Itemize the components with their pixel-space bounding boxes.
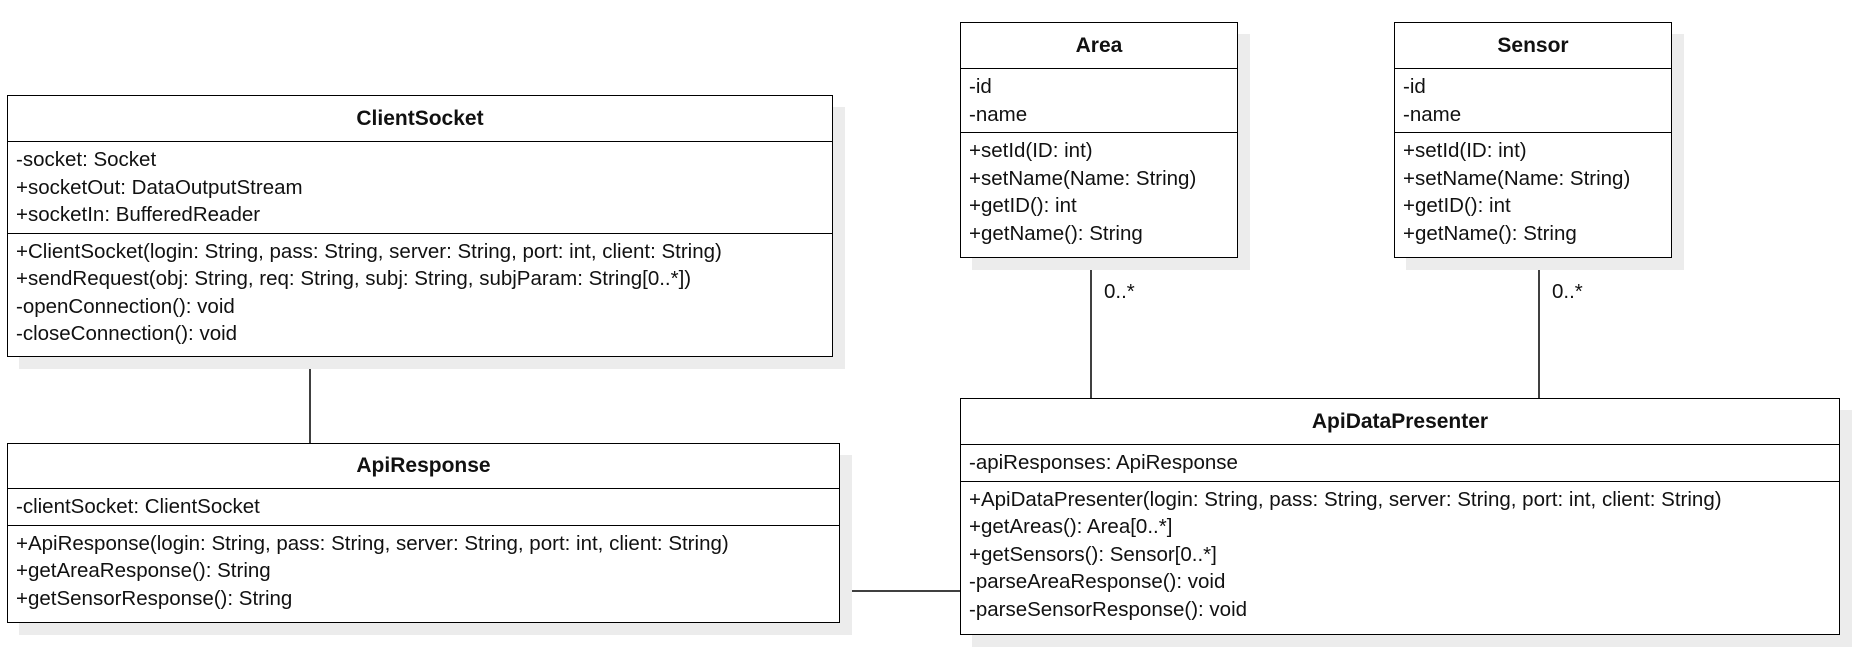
- attributes-section: -id -name: [961, 69, 1237, 132]
- class-apidatapresenter[interactable]: ApiDataPresenter -apiResponses: ApiRespo…: [960, 398, 1840, 635]
- attribute: -id: [1403, 75, 1426, 98]
- attribute: -clientSocket: ClientSocket: [16, 495, 260, 518]
- class-name: ApiDataPresenter: [961, 399, 1839, 445]
- methods-section: +ApiResponse(login: String, pass: String…: [8, 524, 839, 617]
- method: +sendRequest(obj: String, req: String, s…: [16, 267, 692, 290]
- attribute: -id: [969, 75, 992, 98]
- attribute: -socket: Socket: [16, 148, 157, 171]
- class-name: Sensor: [1395, 23, 1671, 69]
- methods-section: +ClientSocket(login: String, pass: Strin…: [8, 232, 832, 352]
- attribute: -name: [1403, 102, 1462, 126]
- method: +getAreas(): Area[0..*]: [969, 515, 1173, 538]
- method: +ApiResponse(login: String, pass: String…: [16, 531, 729, 555]
- class-name: ApiResponse: [8, 444, 839, 489]
- method: +getSensors(): Sensor[0..*]: [969, 542, 1217, 566]
- method: +ClientSocket(login: String, pass: Strin…: [16, 239, 722, 263]
- methods-section: +ApiDataPresenter(login: String, pass: S…: [961, 480, 1839, 628]
- attributes-section: -id -name: [1395, 69, 1671, 132]
- class-area[interactable]: Area -id -name +setId(ID: int) +setName(…: [960, 22, 1238, 258]
- method: +setId(ID: int): [1403, 139, 1527, 162]
- attributes-section: -clientSocket: ClientSocket: [8, 489, 839, 525]
- method: +setName(Name: String): [969, 166, 1197, 190]
- method: +getID(): int: [1403, 194, 1511, 217]
- attribute: -apiResponses: ApiResponse: [969, 451, 1238, 474]
- class-name: ClientSocket: [8, 96, 832, 142]
- method: +setId(ID: int): [969, 139, 1093, 162]
- methods-section: +setId(ID: int) +setName(Name: String) +…: [961, 132, 1237, 251]
- attributes-section: -socket: Socket +socketOut: DataOutputSt…: [8, 142, 832, 233]
- method: -openConnection(): void: [16, 294, 235, 318]
- class-apiresponse[interactable]: ApiResponse -clientSocket: ClientSocket …: [7, 443, 840, 623]
- method: +setName(Name: String): [1403, 166, 1631, 190]
- attribute: -name: [969, 102, 1028, 126]
- multiplicity-sensor: 0..*: [1552, 280, 1583, 303]
- methods-section: +setId(ID: int) +setName(Name: String) +…: [1395, 132, 1671, 251]
- method: +getAreaResponse(): String: [16, 559, 271, 582]
- class-sensor[interactable]: Sensor -id -name +setId(ID: int) +setNam…: [1394, 22, 1672, 258]
- method: +getName(): String: [1403, 221, 1577, 245]
- method: -parseSensorResponse(): void: [969, 597, 1248, 621]
- method: -parseAreaResponse(): void: [969, 570, 1226, 593]
- class-name: Area: [961, 23, 1237, 69]
- multiplicity-area: 0..*: [1104, 280, 1135, 303]
- method: +ApiDataPresenter(login: String, pass: S…: [969, 487, 1722, 511]
- method: +getID(): int: [969, 194, 1077, 217]
- method: -closeConnection(): void: [16, 322, 238, 345]
- attribute: +socketIn: BufferedReader: [16, 203, 261, 226]
- class-clientsocket[interactable]: ClientSocket -socket: Socket +socketOut:…: [7, 95, 833, 357]
- attribute: +socketOut: DataOutputStream: [16, 175, 303, 199]
- method: +getSensorResponse(): String: [16, 586, 293, 610]
- method: +getName(): String: [969, 221, 1143, 245]
- attributes-section: -apiResponses: ApiResponse: [961, 445, 1839, 481]
